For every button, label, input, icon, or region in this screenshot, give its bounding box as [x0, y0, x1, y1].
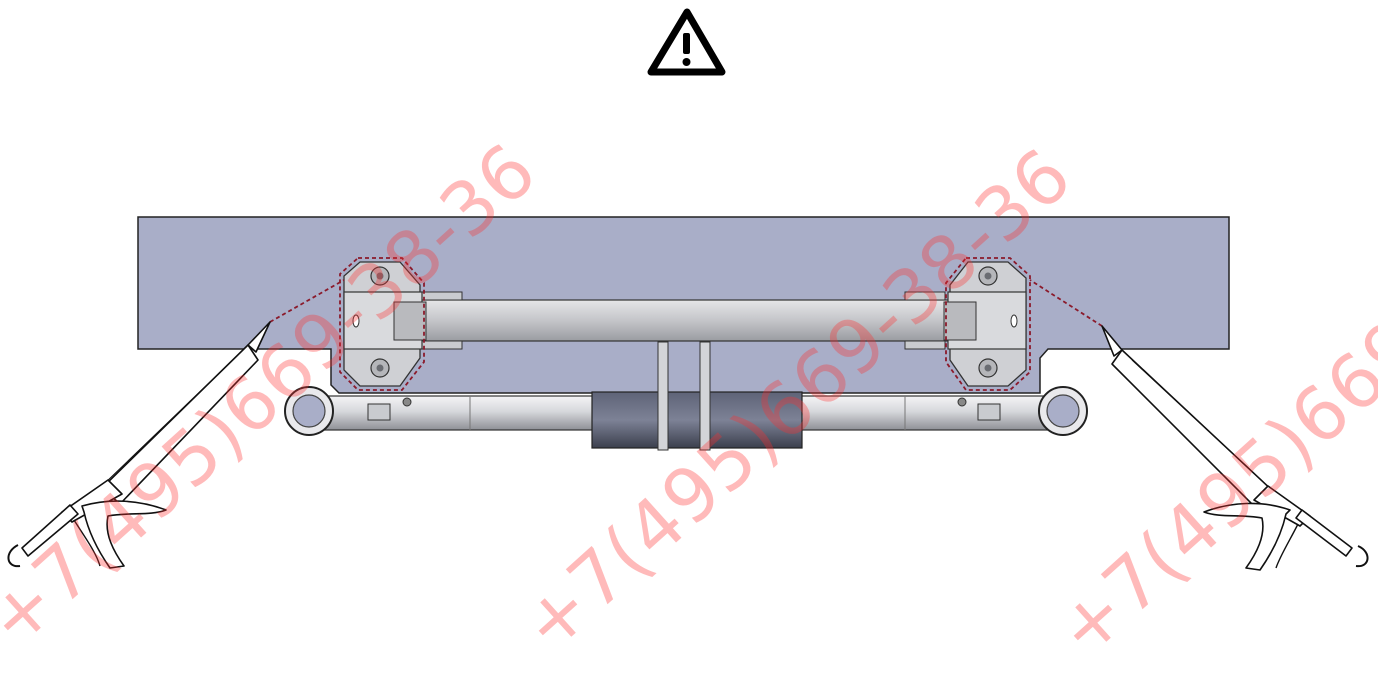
- sealant-gun-left: [7, 321, 271, 569]
- seal-line-right: [1029, 279, 1103, 327]
- crossbar: [392, 291, 979, 350]
- hinge-bracket-right: [943, 257, 1031, 391]
- warning-triangle-icon: [647, 8, 726, 76]
- sealant-gun-right: [1101, 325, 1369, 571]
- diagram-canvas: +7(495)669-38-36 +7(495)669-38-36 +7(495…: [0, 8, 1378, 674]
- hinge-bracket-left: [339, 257, 427, 391]
- assembly-diagram: [7, 8, 1369, 571]
- center-clamp: [591, 341, 803, 451]
- seal-line-left: [269, 279, 345, 323]
